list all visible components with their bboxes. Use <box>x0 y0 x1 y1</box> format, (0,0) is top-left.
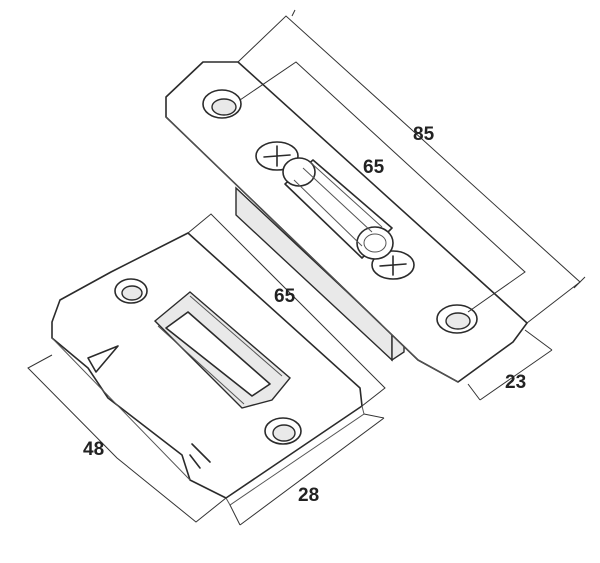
latch-plate-edge <box>165 116 459 383</box>
dim-65-strike-line <box>187 213 386 407</box>
dim-label-48: 48 <box>83 439 105 460</box>
dim-label-65-latch: 65 <box>363 157 385 178</box>
dim-label-28: 28 <box>298 485 320 506</box>
dim-28-line <box>229 413 385 526</box>
strike-lip <box>87 345 119 373</box>
strike-bottom-screw-hole <box>264 417 302 445</box>
dim-label-23: 23 <box>505 372 527 393</box>
dim-85-line <box>237 15 581 324</box>
latch-roller <box>282 157 394 260</box>
latch-top-screw-hole <box>202 89 242 119</box>
latch-bottom-screw-hole <box>436 304 478 334</box>
dim-65-latch-line <box>239 61 526 313</box>
dim-48-line <box>27 354 227 523</box>
dim-label-85: 85 <box>413 124 435 145</box>
strike-slot <box>153 291 291 409</box>
strike-plate-edge <box>51 337 365 506</box>
strike-top-screw-hole <box>114 278 148 304</box>
ball-latch <box>165 9 586 401</box>
dim-23-line <box>467 329 553 401</box>
dim-label-65-strike: 65 <box>274 286 296 307</box>
strike-plate <box>27 213 386 526</box>
